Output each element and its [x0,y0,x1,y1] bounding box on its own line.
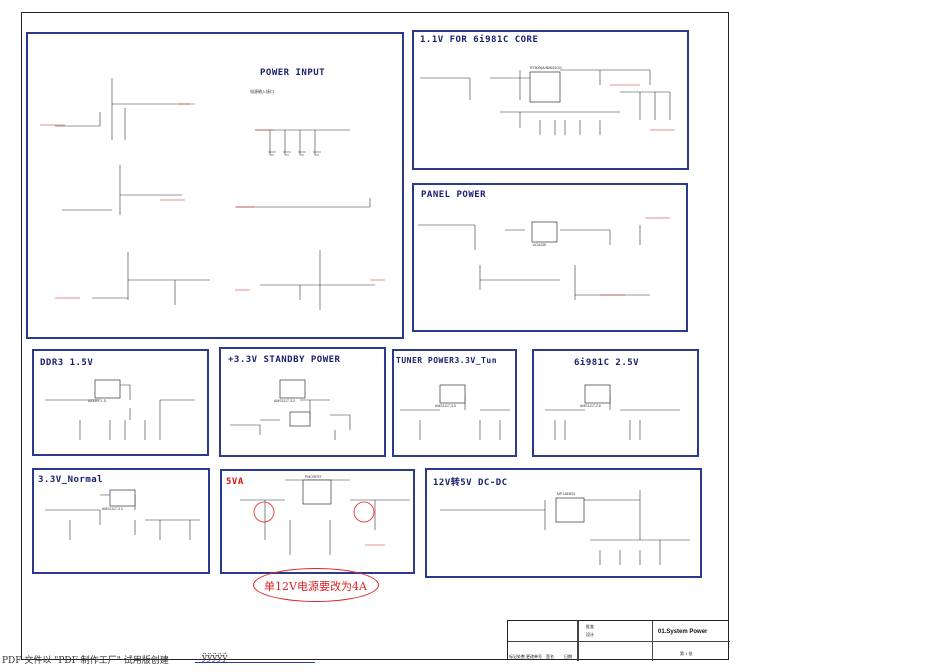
block-normal-3v3: 3.3V_Normal [32,468,210,574]
tb-page: 第 1 张 [680,651,693,656]
tb-designed: 设计 [586,632,594,637]
core-ic-label: RT8096A/NB691GG [530,66,562,70]
tb-label-1: 处数 [517,654,525,659]
tb-label-0: 标记 [509,654,517,659]
tb-label-2: 更改单号 [526,654,542,659]
block-standby-3v3: +3.3V STANDBY POWER [219,347,386,457]
power-input-subtitle: 电源输入接口 [250,89,274,94]
panel-power-title: PANEL POWER [421,190,487,200]
dcdc-ic-label: MP1484EN [557,492,575,496]
dcdc-title: 12V转5V DC-DC [433,478,508,488]
ddr3-title: DDR3 1.5V [40,358,94,368]
normal-ic-label: AMS1117-3.3 [102,507,123,511]
tb-sheet-title: 01.System Power [658,629,708,635]
tb-label-3: 签名 [546,654,554,659]
footer-trial-text: PDF 文件以 "PDF 制作工厂" 试用版创建 [2,656,169,666]
standby-ic-label: AMS1117-3.3 [274,399,295,403]
footer-link[interactable]: ÿÿÿÿÿ [202,653,228,663]
power-input-title: POWER INPUT [260,68,326,78]
v2v5-ic-label: AMS1117-2.5 [580,404,601,408]
block-dcdc: 12V转5V DC-DC [425,468,702,578]
panel-ic-label: AO4435 [533,243,546,247]
block-power-input: POWER INPUT 电源输入接口 [26,32,404,339]
title-block: 批准 设计 01.System Power 标记 处数 更改单号 签名 日期 第… [507,620,730,661]
block-panel-power: PANEL POWER [412,183,688,332]
tb-approved: 批准 [586,624,594,629]
v5a-ic-label: PMOSFET [305,475,322,479]
core-1v1-title: 1.1V FOR 6i981C CORE [420,35,539,45]
block-2v5: 6i981C 2.5V [532,349,699,457]
note-text: 单12V电源要改为4A [264,580,367,593]
v2v5-title: 6i981C 2.5V [574,358,640,368]
normal-3v3-title: 3.3V_Normal [38,475,104,485]
note-ellipse [253,568,379,602]
tb-row-line [508,641,730,642]
sheet-border [21,12,729,660]
tuner-title: TUNER POWER3.3V_Tun [396,356,498,365]
standby-3v3-title: +3.3V STANDBY POWER [228,355,341,365]
footer-rule [195,662,315,663]
tb-label-4: 日期 [564,654,572,659]
tuner-ic-label: AMS1117-3.3 [435,404,456,408]
ddr3-ic-label: AZ1117-1.5 [88,399,106,403]
v5a-title: 5VA [226,477,244,487]
block-ddr3: DDR3 1.5V [32,349,209,456]
